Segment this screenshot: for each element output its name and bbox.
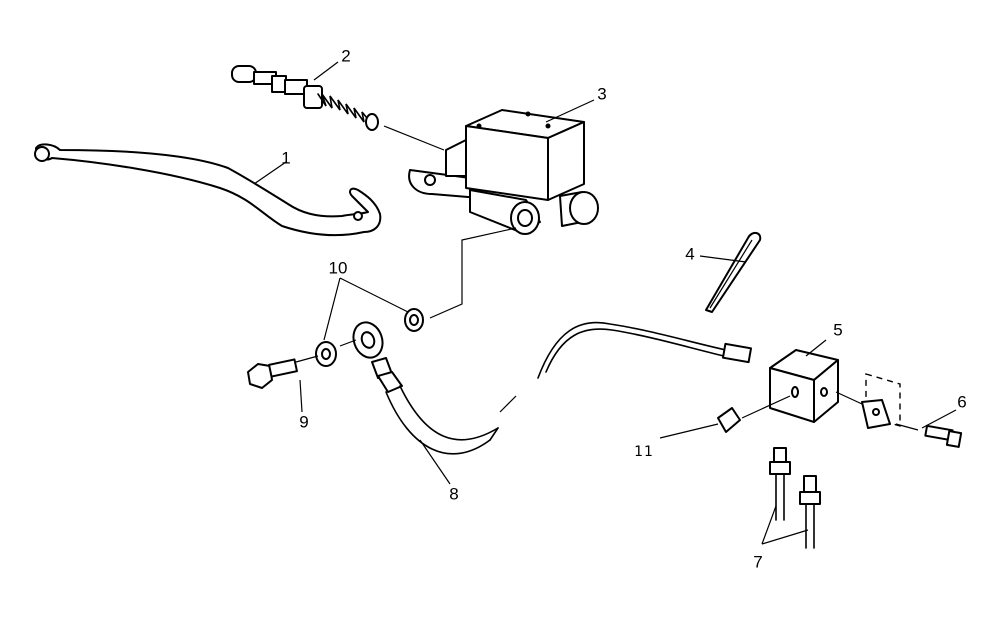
piston-spring-assembly (231, 65, 379, 131)
brake-lever (34, 143, 382, 237)
brake-line-fittings (769, 447, 821, 549)
callout-2: 2 (341, 46, 351, 66)
callout-6: 6 (957, 392, 967, 412)
leader-lines (253, 61, 957, 545)
callout-5: 5 (833, 320, 843, 340)
brake-hose (352, 321, 727, 455)
callout-7: 7 (753, 552, 763, 572)
callout-11: 11 (634, 444, 654, 460)
sealing-washers (315, 308, 424, 367)
mounting-bracket (861, 373, 901, 429)
callout-3: 3 (597, 84, 607, 104)
callout-1: 1 (281, 148, 291, 168)
junction-block (769, 349, 839, 423)
callout-10: 10 (328, 258, 348, 278)
callout-4: 4 (685, 244, 695, 264)
bleeder-fitting (717, 407, 741, 433)
callout-8: 8 (449, 484, 459, 504)
master-cylinder (408, 109, 599, 235)
cotter-pin (705, 232, 762, 313)
banjo-bolt (247, 358, 298, 389)
mounting-bolt (924, 424, 963, 448)
hose-end-fitting (721, 342, 753, 364)
callout-9: 9 (299, 412, 309, 432)
